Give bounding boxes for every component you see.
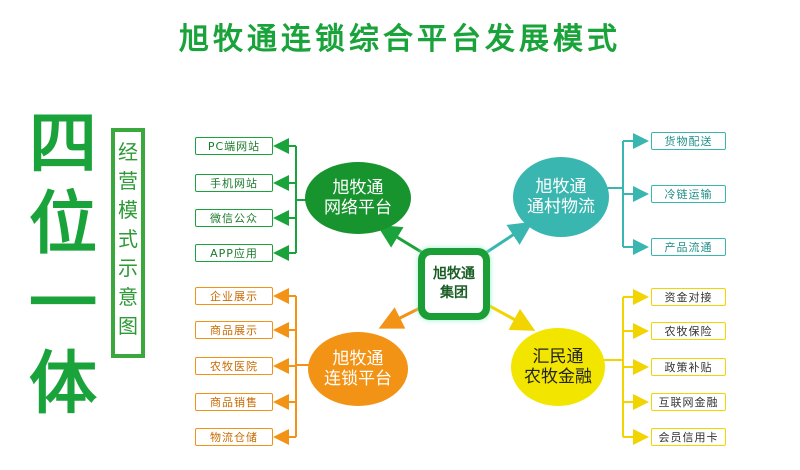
logistics-item: 冷链运输 [651,185,726,203]
network-item: APP应用 [195,244,273,262]
hub-network-platform: 旭牧通 网络平台 [305,162,411,234]
finance-item: 会员信用卡 [651,428,726,446]
side-char: 图 [118,314,138,338]
finance-item: 政策补贴 [651,358,726,376]
chain-item: 物流仓储 [195,428,273,446]
chain-item: 企业展示 [195,287,273,305]
big-char: 位 [28,185,97,264]
hub-line: 旭牧通 [535,177,587,197]
chain-item: 商品销售 [195,393,273,411]
hub-village-logistics: 旭牧通 通村物流 [513,157,609,237]
logistics-item: 货物配送 [651,132,726,150]
big-char: 四 [28,105,97,184]
center-group-node: 旭牧通 集团 [418,248,490,320]
network-item: PC端网站 [195,137,273,155]
finance-item: 互联网金融 [651,393,726,411]
side-char: 营 [118,169,138,193]
side-label-bar: 经 营 模 式 示 意 图 [111,128,145,358]
side-char: 经 [118,140,138,164]
hub-line: 汇民通 [532,347,584,367]
network-item: 微信公众 [195,209,273,227]
four-in-one-label: 四 位 一 体 [18,105,108,425]
hub-line: 连锁平台 [324,369,392,389]
chain-item: 农牧医院 [195,357,273,375]
big-char: 体 [28,345,97,424]
logistics-item: 产品流通 [651,238,726,256]
hub-agri-finance: 汇民通 农牧金融 [511,328,605,406]
hub-line: 农牧金融 [524,367,592,387]
side-char: 式 [118,227,138,251]
hub-line: 旭牧通 [332,349,384,369]
center-line: 集团 [440,285,468,301]
side-char: 示 [118,256,138,280]
side-char: 模 [118,198,138,222]
hub-line: 旭牧通 [332,178,384,198]
side-char: 意 [118,285,138,309]
finance-item: 资金对接 [651,288,726,306]
diagram-title: 旭牧通连锁综合平台发展模式 [179,22,621,57]
hub-chain-platform: 旭牧通 连锁平台 [308,332,408,406]
center-line: 旭牧通 [433,266,475,282]
finance-item: 农牧保险 [651,322,726,340]
big-char: 一 [28,265,97,344]
chain-item: 商品展示 [195,321,273,339]
hub-line: 通村物流 [527,197,595,217]
hub-line: 网络平台 [324,198,392,218]
network-item: 手机网站 [195,174,273,192]
